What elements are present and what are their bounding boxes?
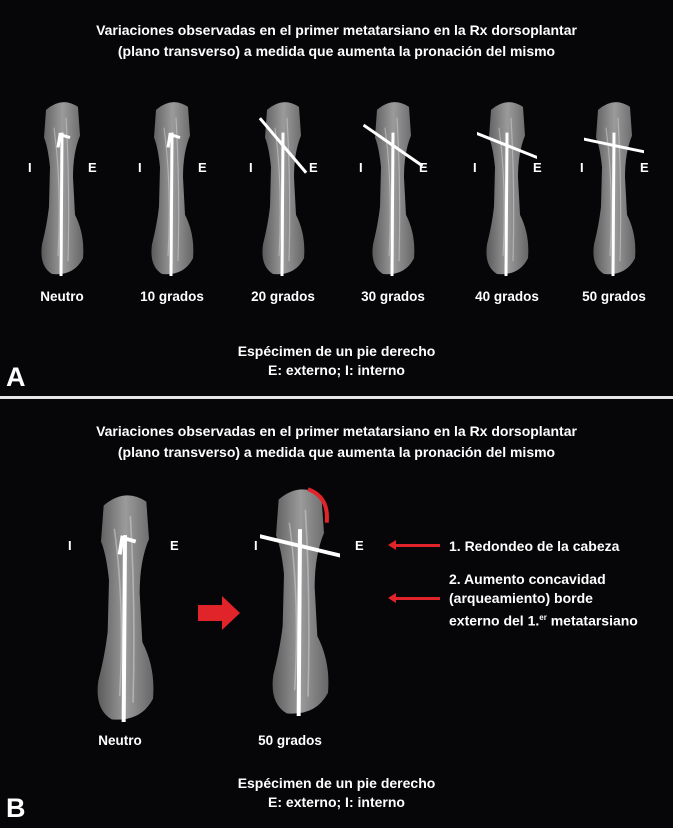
specimen-label: 40 grados [475,289,539,304]
internal-marker: I [359,160,363,175]
internal-marker: I [580,160,584,175]
pin-wires [117,535,137,723]
panel-b-left-external-marker: E [170,538,179,553]
specimen-label: 50 grados [582,289,646,304]
external-marker: E [198,160,207,175]
panel-b-footer-line2: E: externo; I: interno [268,794,405,810]
cross-pin [473,130,541,161]
external-marker: E [309,160,318,175]
internal-marker: I [138,160,142,175]
metatarsal-xray [473,102,541,277]
pin-wires [578,132,650,277]
panel-b-right-external-marker: E [355,538,364,553]
panel-b-left-internal-marker: I [68,538,72,553]
pin-wires [258,117,308,277]
panel-b-label-neutro: Neutro [98,733,142,748]
annotation2-arrow-icon [388,593,440,603]
longitudinal-pin [280,132,285,277]
specimen-5 [578,98,650,281]
panel-a-letter: A [6,362,26,392]
annotation-head-rounding: 1. Redondeo de la cabeza [449,538,620,554]
longitudinal-pin [390,132,395,277]
cross-pin [252,532,348,559]
panel-b-footer-line1: Espécimen de un pie derecho [237,775,436,791]
external-marker: E [533,160,542,175]
pin-wires [56,132,71,277]
specimen-neutro [85,490,165,727]
annotation1-arrow-icon [388,540,440,550]
internal-marker: I [28,160,32,175]
panel-a-title-line1: Variaciones observadas en el primer meta… [96,22,577,38]
specimen-3 [362,98,424,281]
longitudinal-pin [504,132,509,277]
annotation2-sup: er [539,613,547,622]
longitudinal-pin [169,132,174,277]
panel-b-right-internal-marker: I [254,538,258,553]
annotation2-line3: externo del 1.er metatarsiano [449,608,638,631]
annotation2-line2: (arqueamiento) borde [449,590,593,606]
panel-a-title-line2: (plano transverso) a medida que aumenta … [117,43,556,59]
annotation2-line3-post: metatarsiano [546,612,638,629]
pin-wires [252,529,348,717]
specimen-1 [142,98,202,281]
metatarsal-xray [258,102,308,277]
longitudinal-pin [611,132,616,277]
metatarsal-xray [41,102,84,277]
pin-wires [473,130,541,277]
annotation2-line3-pre: externo del 1. [449,612,540,629]
panel-b-title-line2: (plano transverso) a medida que aumenta … [117,444,556,460]
panel-divider [0,396,673,399]
cross-pin [362,123,424,168]
hook-pin [117,535,137,555]
specimen-label: 20 grados [251,289,315,304]
specimen-label: 10 grados [140,289,204,304]
specimen-label: 30 grados [361,289,425,304]
hook-pin [166,132,181,148]
internal-marker: I [473,160,477,175]
panel-a-footer-line1: Espécimen de un pie derecho [237,343,436,359]
pin-wires [362,123,424,277]
specimen-50-grados [252,484,348,721]
panel-b-title-line1: Variaciones observadas en el primer meta… [96,423,577,439]
transition-arrow-icon [198,596,240,630]
pin-wires [166,132,181,277]
metatarsal-xray [252,487,348,717]
annotation2-line1: 2. Aumento concavidad [449,571,606,587]
hook-pin [56,132,71,148]
metatarsal-xray [578,102,650,277]
external-marker: E [88,160,97,175]
longitudinal-pin [296,529,302,717]
cross-pin [258,117,308,174]
panel-b-letter: B [6,793,26,823]
cross-pin [578,136,650,155]
internal-marker: I [249,160,253,175]
external-marker: E [640,160,649,175]
specimen-4 [473,98,541,281]
specimen-0 [32,98,92,281]
specimen-label: Neutro [40,289,84,304]
panel-b-label-50-grados: 50 grados [258,733,322,748]
annotation-concavity: 2. Aumento concavidad (arqueamiento) bor… [449,570,638,631]
head-rounding-highlight [307,487,329,523]
metatarsal-xray [151,102,194,277]
specimen-2 [253,98,313,281]
longitudinal-pin [59,132,64,277]
metatarsal-xray [97,495,154,723]
panel-a-footer-line2: E: externo; I: interno [268,362,405,378]
external-marker: E [419,160,428,175]
longitudinal-pin [121,535,127,723]
metatarsal-xray [362,102,424,277]
